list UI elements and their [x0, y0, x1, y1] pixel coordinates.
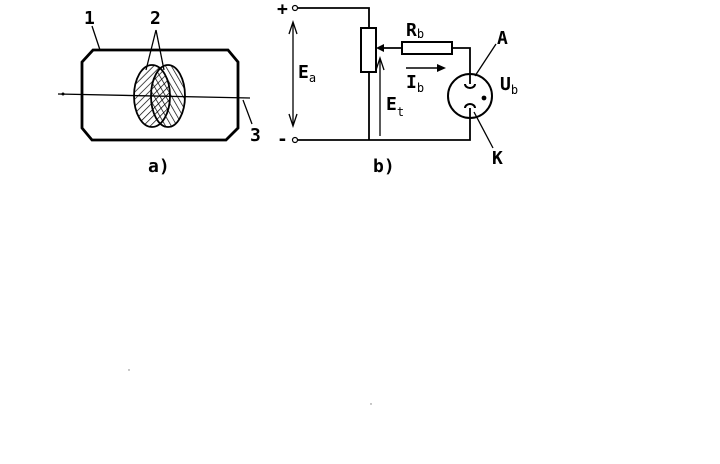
wire-bottom — [298, 118, 471, 141]
cathode-electrode — [464, 103, 476, 109]
speck — [370, 403, 372, 405]
leader-2b — [155, 29, 165, 71]
current-arrowhead — [437, 64, 446, 72]
caption-a: a) — [148, 156, 170, 177]
leader-3 — [242, 99, 253, 125]
axis-end-dot — [61, 92, 65, 96]
electrode-right — [150, 64, 186, 128]
envelope-outline — [80, 48, 240, 142]
terminal-plus-node — [291, 4, 299, 12]
wiper-arrowhead — [376, 44, 384, 52]
label-3: 3 — [250, 125, 261, 146]
label-ub: Ub — [500, 74, 518, 97]
leader-2a — [145, 29, 157, 71]
ea-arrow-top — [288, 19, 298, 35]
leader-1 — [91, 25, 101, 51]
leader-k — [473, 111, 494, 149]
terminal-minus-node — [291, 136, 299, 144]
resistor-rb — [401, 41, 453, 55]
potentiometer — [360, 27, 377, 73]
label-ib: Ib — [406, 72, 424, 95]
label-1: 1 — [84, 8, 95, 29]
wire-to-anode — [452, 47, 471, 74]
terminal-plus: + — [277, 0, 288, 20]
leader-a — [474, 43, 497, 77]
et-arrow-top — [375, 55, 385, 71]
caption-b: b) — [373, 156, 395, 177]
label-anode: A — [497, 28, 508, 49]
ea-arrow-bottom — [288, 113, 298, 129]
label-ea: Ea — [298, 62, 316, 85]
figure-b: + - — [277, 0, 518, 177]
tube-dot — [481, 95, 487, 101]
label-et: Et — [386, 94, 404, 119]
terminal-minus: - — [277, 129, 288, 150]
anode-electrode — [464, 83, 476, 89]
wire-top — [298, 7, 370, 28]
speck — [128, 369, 130, 371]
label-rb: Rb — [406, 20, 424, 41]
label-2: 2 — [150, 8, 161, 29]
label-cathode: K — [492, 148, 503, 169]
figure-a: 1 2 3 a) — [57, 8, 261, 177]
